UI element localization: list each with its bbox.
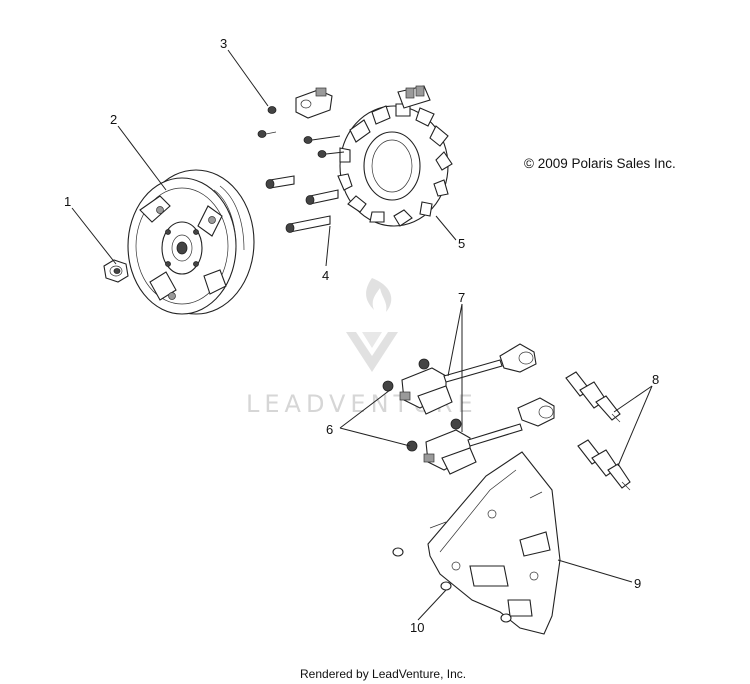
stator-bolts[interactable]: [265, 135, 345, 233]
watermark-logo: [346, 278, 398, 372]
callout-4: 4: [322, 268, 329, 283]
footer-text: Rendered by LeadVenture, Inc.: [300, 667, 466, 681]
stator-bolt: [285, 215, 331, 233]
bracket-screw[interactable]: [500, 613, 512, 623]
stator-bolt: [305, 189, 339, 205]
coil-nut[interactable]: [406, 440, 418, 452]
callout-2: 2: [110, 112, 117, 127]
callout-3: 3: [220, 36, 227, 51]
flywheel-nut[interactable]: [103, 259, 129, 283]
stator-bolt: [303, 135, 341, 144]
coil-nut[interactable]: [450, 418, 462, 430]
ignition-coil-lower[interactable]: [423, 397, 555, 475]
callout-5: 5: [458, 236, 465, 251]
coil-nut[interactable]: [382, 380, 394, 392]
callout-1: 1: [64, 194, 71, 209]
callout-7: 7: [458, 290, 465, 305]
stator[interactable]: [337, 85, 453, 227]
bracket-screw[interactable]: [440, 581, 452, 591]
coil-nut[interactable]: [418, 358, 430, 370]
callout-9: 9: [634, 576, 641, 591]
callout-numbers: 1 2 3 4 5 6 7 8 9 10: [64, 36, 659, 635]
callout-6: 6: [326, 422, 333, 437]
pickup-sensor[interactable]: [295, 87, 333, 119]
stator-bolt: [265, 175, 295, 189]
copyright-text: © 2009 Polaris Sales Inc.: [524, 156, 676, 171]
ignition-coil-upper[interactable]: [399, 343, 537, 415]
spark-plug[interactable]: [577, 439, 631, 491]
spark-plug[interactable]: [565, 371, 621, 423]
sensor-screw[interactable]: [257, 106, 277, 138]
leader-lines: [71, 49, 653, 621]
callout-8: 8: [652, 372, 659, 387]
bracket-screw[interactable]: [392, 547, 404, 557]
stator-bolt: [317, 150, 345, 158]
callout-10: 10: [410, 620, 424, 635]
flywheel[interactable]: [127, 169, 255, 315]
coil-bracket[interactable]: [427, 451, 561, 635]
